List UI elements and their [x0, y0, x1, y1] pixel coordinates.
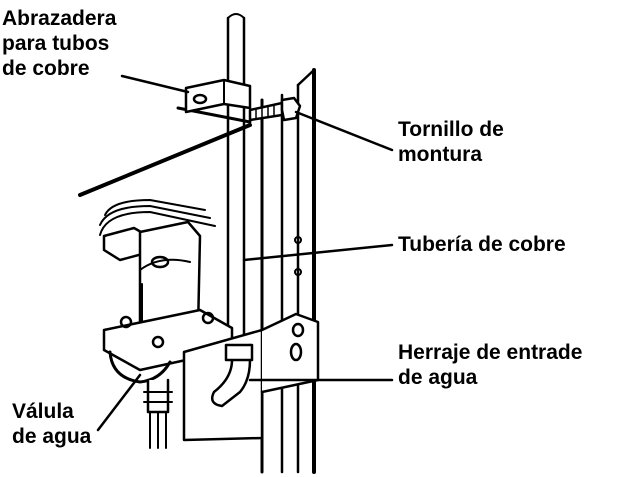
label-water-valve: Válula de agua [12, 399, 91, 449]
label-line: Tornillo de [398, 118, 504, 141]
label-line: de agua [12, 425, 92, 448]
label-line: Herraje de entrade [398, 341, 583, 364]
label-line: Abrazadera [2, 7, 117, 30]
leader-pipe [242, 243, 394, 262]
label-line: Tubería de cobre [398, 233, 566, 256]
label-water-inlet-fitting: Herraje de entrade de agua [398, 340, 582, 390]
leader-clamp [120, 74, 190, 94]
leader-valve [96, 373, 142, 432]
label-copper-tube-clamp: Abrazadera para tubos de cobre [2, 6, 116, 81]
label-mounting-screw: Tornillo de montura [398, 117, 504, 167]
pipe-clamp [184, 78, 252, 114]
label-line: de cobre [2, 57, 90, 80]
valve-wires [99, 199, 216, 236]
mounting-screw [248, 96, 302, 122]
copper-pipe [226, 13, 246, 347]
cabinet-rails [260, 68, 316, 474]
label-line: Válula [12, 400, 74, 423]
label-line: de agua [398, 366, 478, 389]
label-copper-pipe: Tubería de cobre [398, 232, 566, 257]
water-valve [102, 220, 234, 449]
leader-screw [294, 110, 394, 152]
label-line: para tubos [2, 32, 110, 55]
inlet-bracket [182, 312, 320, 442]
label-line: montura [398, 143, 482, 166]
leader-lines [96, 74, 394, 432]
